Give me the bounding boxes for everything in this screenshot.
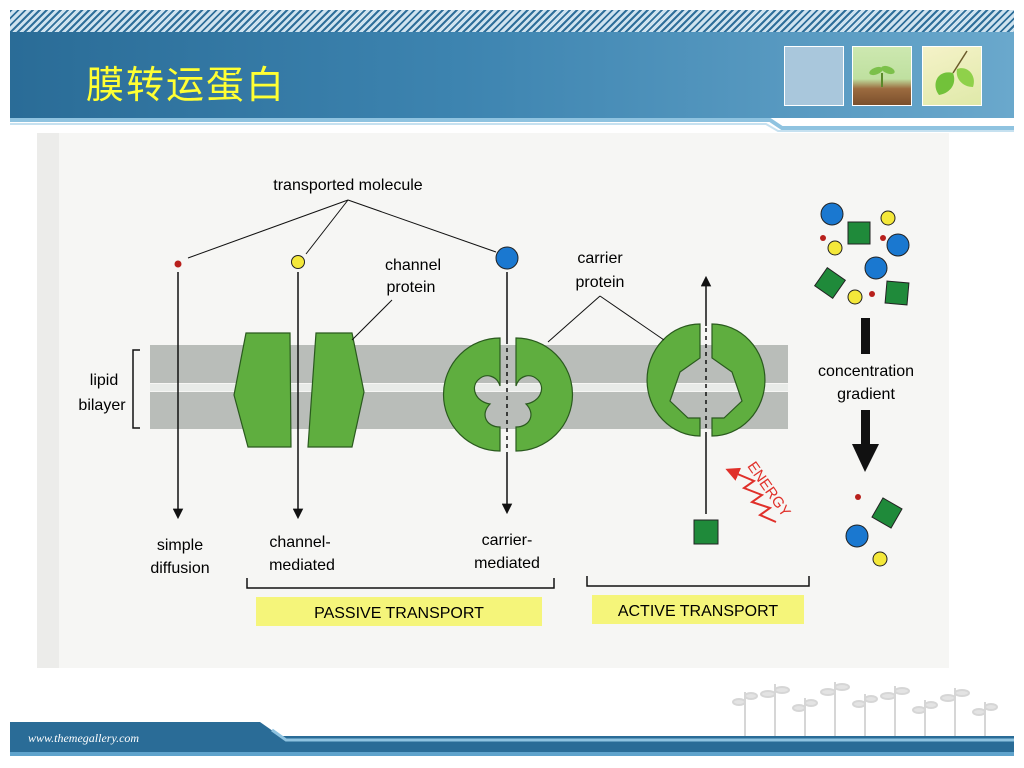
active-transport-bracket [586, 576, 810, 587]
header-thumbnail-leaves [922, 46, 982, 106]
medium-molecule-dot [291, 255, 305, 269]
header-thumbnail-sprout [852, 46, 912, 106]
channel-protein-leader [351, 299, 393, 341]
channel-mediated-label-2: mediated [269, 557, 335, 574]
channel-mediated-label-1: channel- [269, 534, 330, 551]
slide-title: 膜转运蛋白 [86, 63, 287, 107]
concentration-gradient-label-2: gradient [837, 386, 895, 403]
lipid-bilayer-label-1: lipid [90, 372, 118, 389]
small-molecule-dot [174, 260, 182, 268]
lipid-bilayer-label-2: bilayer [78, 397, 126, 414]
high-concentration-cluster [813, 202, 910, 306]
passive-transport-bracket [246, 578, 555, 589]
carrier-protein-label-1: carrier [577, 250, 623, 267]
simple-diffusion-label-1: simple [157, 537, 203, 554]
passive-transport-box [256, 597, 542, 626]
concentration-gradient-label-1: concentration [818, 363, 914, 380]
leaf-icon [935, 50, 974, 95]
membrane-transport-figure: lipid bilayer transported molecule chann… [37, 133, 949, 668]
header-pattern-strip [10, 10, 1014, 32]
transported-molecule-leaders [187, 199, 497, 259]
energy-zigzag-arrow [725, 467, 777, 523]
channel-protein-label-2: protein [387, 279, 436, 296]
large-molecule-dot [495, 246, 519, 270]
active-transport-label: ACTIVE TRANSPORT [618, 603, 779, 620]
carrier-mediated-label-1: carrier- [482, 532, 533, 549]
transport-diagram: lipid bilayer transported molecule chann… [37, 133, 949, 668]
lipid-bilayer-bracket [132, 349, 140, 429]
gradient-bar-top [861, 318, 870, 354]
title-bar [10, 32, 1014, 118]
carrier-mediated-label-2: mediated [474, 555, 540, 572]
passive-transport-label: PASSIVE TRANSPORT [314, 605, 484, 622]
header-thumbnail-blank [784, 46, 844, 106]
carrier-protein-active [646, 323, 766, 437]
gradient-bar-bottom [861, 410, 870, 446]
carrier-protein-label-2: protein [576, 274, 625, 291]
low-concentration-cluster [845, 494, 903, 567]
gradient-arrow-head [852, 444, 879, 472]
carrier-protein-leaders [547, 295, 665, 343]
sprout-icon [869, 65, 895, 87]
decorative-plants [732, 682, 998, 740]
footer-bar [10, 722, 1014, 756]
simple-diffusion-label-2: diffusion [150, 560, 209, 577]
carrier-protein-passive [442, 337, 574, 452]
title-underline-stripe [10, 118, 1014, 132]
transported-molecule-label: transported molecule [273, 177, 423, 194]
active-molecule-square [693, 519, 719, 545]
channel-protein [233, 332, 365, 448]
active-transport-box [592, 595, 804, 624]
footer-url: www.themegallery.com [28, 731, 140, 745]
channel-protein-label-1: channel [385, 257, 441, 274]
